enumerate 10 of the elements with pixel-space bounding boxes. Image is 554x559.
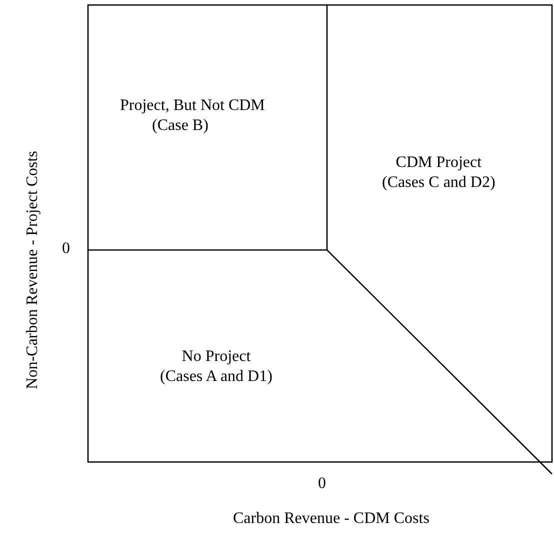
region-title: Project, But Not CDM: [120, 96, 265, 116]
region-title: No Project: [180, 347, 252, 367]
axis-title: Carbon Revenue - CDM Costs: [233, 510, 430, 528]
axis-tick-label: 0: [62, 240, 70, 258]
region-cases: (Case B): [152, 116, 210, 136]
region-cases: (Cases A and D1): [160, 367, 272, 387]
axis-title: Non-Carbon Revenue - Project Costs: [24, 150, 42, 390]
region-cases: (Cases C and D2): [382, 173, 496, 193]
region-title: CDM Project: [394, 153, 483, 173]
axis-tick-label: 0: [318, 475, 326, 493]
